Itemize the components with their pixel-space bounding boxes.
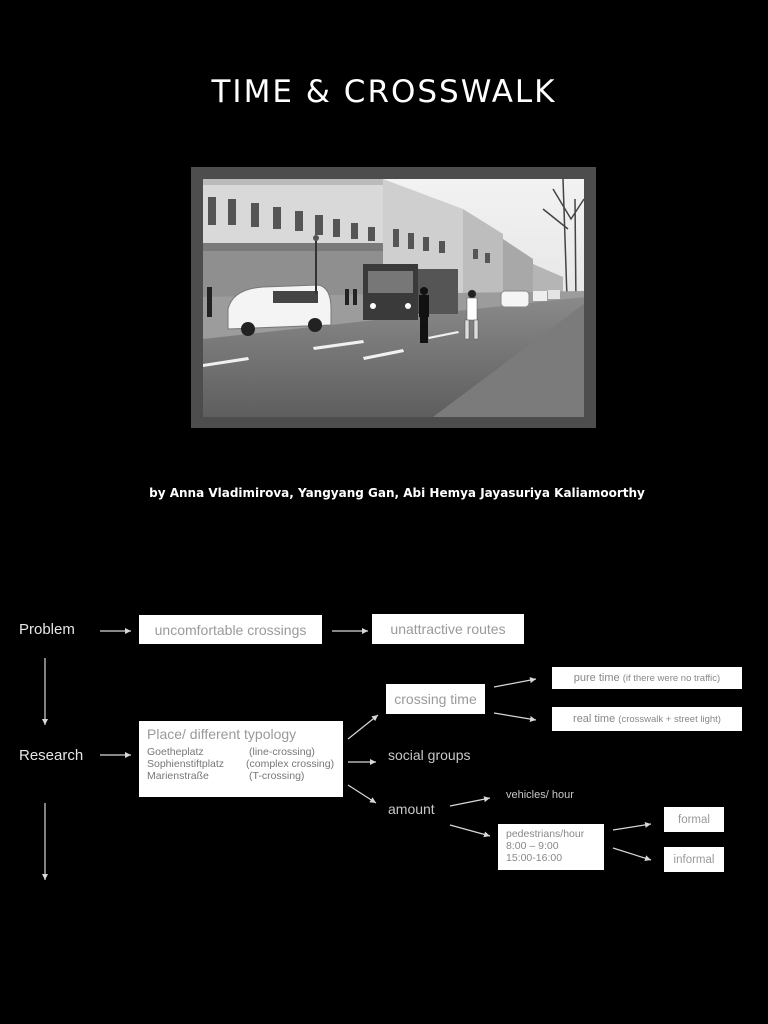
real-time-label: real time bbox=[573, 713, 616, 725]
real-time-box: real time (crosswalk + street light) bbox=[552, 707, 742, 731]
pedestrians-box: pedestrians/hour 8:00 – 9:00 15:00-16:00 bbox=[498, 824, 604, 870]
place-name: Goetheplatz bbox=[147, 746, 204, 758]
place-typology-box: Place/ different typology Goetheplatz (l… bbox=[139, 721, 343, 797]
pure-time-label: pure time bbox=[573, 672, 620, 684]
place-name: Marienstraße bbox=[147, 770, 209, 782]
arrow-place-to-crossing-time bbox=[347, 714, 379, 740]
uncomfortable-crossings-box: uncomfortable crossings bbox=[139, 615, 322, 644]
pedestrians-time-1: 8:00 – 9:00 bbox=[506, 840, 559, 852]
authors-line: by Anna Vladimirova, Yangyang Gan, Abi H… bbox=[149, 486, 645, 500]
informal-box: informal bbox=[664, 847, 724, 872]
place-typology-title: Place/ different typology bbox=[147, 726, 297, 742]
street-photo-illustration bbox=[203, 179, 584, 417]
pedestrians-title: pedestrians/hour bbox=[506, 828, 585, 840]
street-photo bbox=[191, 167, 596, 428]
place-row: Goetheplatz (line-crossing) bbox=[147, 746, 335, 758]
arrow-crossing-to-pure-time bbox=[493, 677, 537, 688]
pure-time-box: pure time (if there were no traffic) bbox=[552, 667, 742, 689]
social-groups-label: social groups bbox=[388, 747, 471, 763]
place-row: Sophienstiftplatz (complex crossing) bbox=[147, 758, 335, 770]
vehicles-label: vehicles/ hour bbox=[506, 789, 574, 801]
pure-time-note: (if there were no traffic) bbox=[622, 672, 721, 684]
problem-label: Problem bbox=[19, 621, 75, 638]
unattractive-routes-box: unattractive routes bbox=[372, 614, 524, 644]
arrow-pedestrians-to-informal bbox=[612, 847, 652, 862]
page-title: TIME & CROSSWALK bbox=[211, 74, 557, 110]
place-name: Sophienstiftplatz bbox=[147, 758, 225, 770]
place-row: Marienstraße (T-crossing) bbox=[147, 770, 335, 782]
arrow-amount-to-pedestrians bbox=[449, 824, 491, 838]
pedestrians-time-2: 15:00-16:00 bbox=[506, 852, 563, 864]
formal-box: formal bbox=[664, 807, 724, 832]
amount-label: amount bbox=[388, 801, 435, 817]
place-type: (line-crossing) bbox=[249, 746, 315, 758]
place-type: (complex crossing) bbox=[246, 758, 335, 770]
arrow-pedestrians-to-formal bbox=[612, 821, 652, 831]
crossing-time-box: crossing time bbox=[386, 684, 485, 714]
place-type: (T-crossing) bbox=[249, 770, 305, 782]
arrow-crossing-to-real-time bbox=[493, 712, 537, 722]
real-time-note: (crosswalk + street light) bbox=[618, 713, 721, 725]
research-label: Research bbox=[19, 747, 84, 764]
arrow-amount-to-vehicles bbox=[449, 796, 491, 807]
arrow-place-to-amount bbox=[347, 784, 377, 804]
